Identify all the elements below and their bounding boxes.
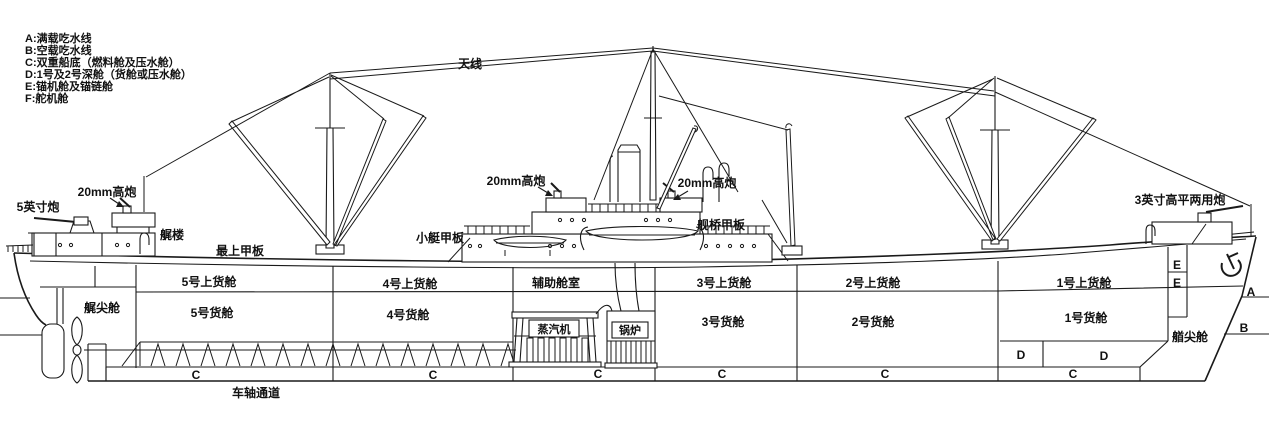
legend-item-f: F:舵机舱	[25, 91, 69, 105]
poop-label: 艉楼	[160, 227, 184, 242]
three-inch-gun-label: 3英寸高平两用炮	[1135, 192, 1226, 207]
davits	[579, 226, 705, 251]
marker-c-4: C	[718, 367, 727, 381]
funnel-uptake	[614, 262, 640, 312]
anchor-icon	[1220, 252, 1242, 277]
main-mast	[593, 46, 803, 256]
stern-railing	[5, 244, 34, 252]
legend-item-b: B:空载吃水线	[25, 43, 92, 57]
aft-peak-label: 艉尖舱	[84, 300, 121, 315]
waterlines	[0, 296, 1269, 336]
portholes	[467, 217, 757, 249]
antenna-wires	[329, 47, 996, 97]
ladder-fwd	[767, 233, 789, 262]
marker-c-3: C	[594, 367, 603, 381]
auxiliary-room-label: 辅助舱室	[532, 275, 580, 290]
bridge-railing	[588, 203, 658, 212]
port-aa-tub	[545, 197, 587, 213]
marker-e-2: E	[1173, 276, 1181, 290]
marker-e-1: E	[1173, 258, 1181, 272]
legend-item-c: C:双重船底（燃料舱及压水舱）	[25, 55, 180, 69]
upper-deck-label: 最上甲板	[216, 243, 265, 258]
legend-item-d: D:1号及2号深舱（货舱或压水舱）	[25, 67, 192, 81]
marker-c-6: C	[1069, 367, 1078, 381]
hold3-upper-label: 3号上货舱	[697, 275, 753, 290]
stern-aa-tub	[111, 212, 156, 228]
hold3-label: 3号货舱	[702, 314, 746, 329]
shaft-tunnel-label: 车轴通道	[232, 385, 280, 400]
marker-b: B	[1240, 321, 1249, 335]
aa-gun-starboard-label: 20mm高炮	[678, 175, 737, 190]
steam-engine-drawing	[508, 304, 613, 368]
ventilator-cowl-icon	[139, 232, 150, 254]
three-inch-gun-mount	[1197, 212, 1212, 223]
bow-gun-house	[1151, 221, 1233, 245]
hold4-upper-label: 4号上货舱	[383, 276, 439, 291]
steam-engine-label: 蒸汽机	[538, 322, 571, 336]
funnel	[617, 144, 641, 202]
callout-arrows	[109, 186, 689, 207]
marker-d-1: D	[1017, 348, 1026, 362]
boat-deck-railing	[464, 225, 530, 234]
rudder	[41, 323, 65, 379]
poop-structure	[5, 176, 156, 257]
five-inch-gun-label: 5英寸炮	[17, 199, 60, 214]
lifeboat-aft	[493, 235, 567, 249]
ventilator-cowl-icon	[1145, 224, 1156, 244]
aa-gun-stern-label: 20mm高炮	[78, 184, 137, 199]
legend: A:满载吃水线 B:空载吃水线 C:双重船底（燃料舱及压水舱） D:1号及2号深…	[25, 31, 192, 105]
boiler-drawing	[604, 310, 658, 369]
stern-gear	[41, 316, 107, 384]
ladder-aft	[447, 237, 471, 263]
hold5-upper-label: 5号上货舱	[182, 274, 238, 289]
hold2-label: 2号货舱	[852, 314, 896, 329]
marker-c-5: C	[881, 367, 890, 381]
port-aa-gun-barrel	[550, 182, 561, 193]
boat-deck-label: 小艇甲板	[416, 230, 465, 245]
shaft-tunnel-structure	[84, 341, 516, 367]
fore-peak-label: 艏尖舱	[1171, 329, 1209, 344]
hold2-upper-label: 2号上货舱	[846, 275, 902, 290]
aft-kingpost	[145, 72, 427, 255]
ventilator-cowl-icon	[702, 162, 730, 202]
bridge-deck-label: 舰桥甲板	[697, 217, 746, 232]
steam-engine-plate	[528, 319, 580, 338]
boiler-plate	[611, 321, 649, 339]
marker-c-1: C	[192, 368, 201, 382]
starboard-aa-tub	[659, 197, 703, 213]
marker-a: A	[1247, 285, 1256, 299]
hold1-label: 1号货舱	[1065, 310, 1109, 325]
hold5-label: 5号货舱	[191, 305, 235, 320]
midship-structure	[447, 144, 789, 263]
derrick-booms	[656, 127, 796, 247]
three-inch-gun-barrel	[1205, 205, 1244, 213]
marker-d-2: D	[1100, 349, 1109, 363]
steam-pipe	[609, 155, 614, 202]
marker-c-2: C	[429, 368, 438, 382]
propeller	[71, 316, 83, 384]
derrick-booms	[904, 115, 1097, 242]
boiler-label: 锅炉	[619, 323, 641, 337]
hold1-upper-label: 1号上货舱	[1057, 275, 1113, 290]
stern-aa-gun-barrel	[119, 197, 131, 208]
legend-item-a: A:满载吃水线	[25, 31, 92, 45]
five-inch-gun-barrel	[33, 217, 77, 223]
fore-kingpost	[904, 76, 1251, 250]
aa-gun-port-label: 20mm高炮	[487, 173, 546, 188]
hold4-label: 4号货舱	[387, 307, 431, 322]
forecastle-structure	[1145, 204, 1252, 277]
lifeboat-fwd	[585, 225, 700, 241]
legend-item-e: E:锚机舱及锚链舱	[25, 79, 114, 93]
antenna-label: 天线	[458, 56, 482, 71]
